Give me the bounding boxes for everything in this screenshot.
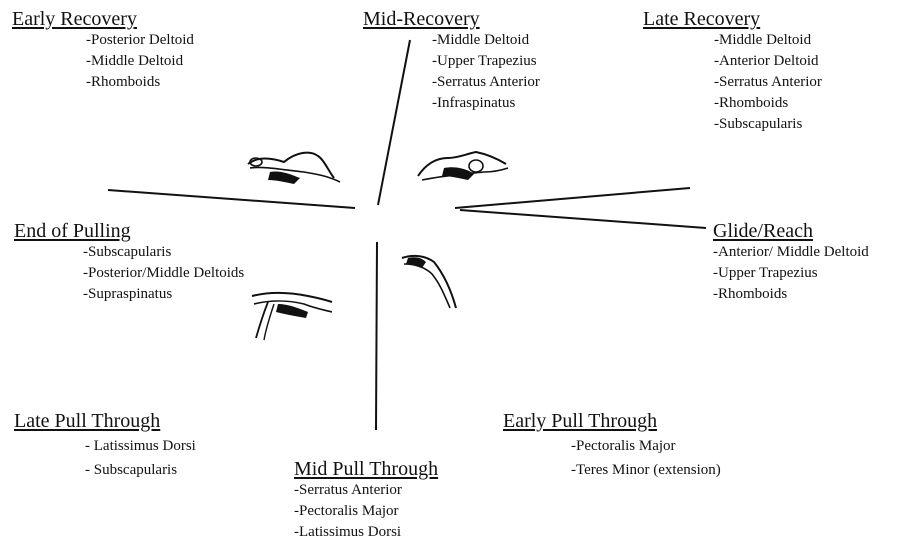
muscle-item: -Middle Deltoid xyxy=(432,30,540,51)
muscle-item: -Serratus Anterior xyxy=(294,480,438,501)
muscle-list: -Pectoralis Major -Teres Minor (extensio… xyxy=(571,434,721,482)
muscle-list: -Middle Deltoid -Upper Trapezius -Serrat… xyxy=(432,30,540,114)
swimmer-early-pull-figure xyxy=(398,250,464,312)
phase-early-pull-through: Early Pull Through -Pectoralis Major -Te… xyxy=(503,410,721,482)
muscle-item: -Anterior/ Middle Deltoid xyxy=(713,242,869,263)
phase-title: Mid Pull Through xyxy=(294,458,438,480)
phase-late-pull-through: Late Pull Through - Latissimus Dorsi - S… xyxy=(14,410,196,482)
muscle-item: -Rhomboids xyxy=(713,284,869,305)
phase-title: End of Pulling xyxy=(14,220,244,242)
muscle-item: -Rhomboids xyxy=(714,93,822,114)
muscle-item: - Latissimus Dorsi xyxy=(85,434,196,458)
phase-title: Early Recovery xyxy=(12,8,194,30)
divider-line-mid-pull xyxy=(376,242,377,430)
muscle-item: -Infraspinatus xyxy=(432,93,540,114)
muscle-item: -Posterior Deltoid xyxy=(86,30,194,51)
phase-title: Glide/Reach xyxy=(713,220,869,242)
muscle-item: -Middle Deltoid xyxy=(714,30,822,51)
phase-title: Mid-Recovery xyxy=(363,8,540,30)
muscle-item: -Serratus Anterior xyxy=(714,72,822,93)
muscle-list: -Anterior/ Middle Deltoid -Upper Trapezi… xyxy=(713,242,869,305)
divider-line-glide-reach xyxy=(460,210,706,228)
muscle-item: -Serratus Anterior xyxy=(432,72,540,93)
phase-late-recovery: Late Recovery -Middle Deltoid -Anterior … xyxy=(643,8,822,135)
phase-title: Early Pull Through xyxy=(503,410,721,432)
muscle-item: -Subscapularis xyxy=(714,114,822,135)
muscle-item: -Middle Deltoid xyxy=(86,51,194,72)
muscle-list: -Middle Deltoid -Anterior Deltoid -Serra… xyxy=(714,30,822,135)
muscle-item: -Supraspinatus xyxy=(83,284,244,305)
swimmer-mid-recovery-figure xyxy=(414,146,510,188)
muscle-item: -Teres Minor (extension) xyxy=(571,458,721,482)
muscle-item: -Upper Trapezius xyxy=(432,51,540,72)
muscle-item: -Pectoralis Major xyxy=(571,434,721,458)
muscle-item: -Subscapularis xyxy=(83,242,244,263)
muscle-list: -Subscapularis -Posterior/Middle Deltoid… xyxy=(83,242,244,305)
swimmer-end-of-pulling-figure xyxy=(248,286,336,344)
phase-end-of-pulling: End of Pulling -Subscapularis -Posterior… xyxy=(14,220,244,305)
phase-title: Late Recovery xyxy=(643,8,822,30)
muscle-item: -Pectoralis Major xyxy=(294,501,438,522)
phase-mid-pull-through: Mid Pull Through -Serratus Anterior -Pec… xyxy=(294,458,438,542)
muscle-item: -Upper Trapezius xyxy=(713,263,869,284)
phase-mid-recovery: Mid-Recovery -Middle Deltoid -Upper Trap… xyxy=(363,8,540,114)
muscle-item: -Rhomboids xyxy=(86,72,194,93)
muscle-item: -Anterior Deltoid xyxy=(714,51,822,72)
divider-line-end-of-pulling xyxy=(108,190,355,208)
phase-title: Late Pull Through xyxy=(14,410,196,432)
muscle-item: -Posterior/Middle Deltoids xyxy=(83,263,244,284)
phase-early-recovery: Early Recovery -Posterior Deltoid -Middl… xyxy=(12,8,194,93)
divider-line-late-recovery xyxy=(455,188,690,208)
muscle-list: -Serratus Anterior -Pectoralis Major -La… xyxy=(294,480,438,542)
muscle-item: -Latissimus Dorsi xyxy=(294,522,438,542)
phase-glide-reach: Glide/Reach -Anterior/ Middle Deltoid -U… xyxy=(713,220,869,305)
muscle-list: -Posterior Deltoid -Middle Deltoid -Rhom… xyxy=(86,30,194,93)
muscle-item: - Subscapularis xyxy=(85,458,196,482)
swimmer-early-recovery-figure xyxy=(244,148,344,190)
muscle-list: - Latissimus Dorsi - Subscapularis xyxy=(85,434,196,482)
